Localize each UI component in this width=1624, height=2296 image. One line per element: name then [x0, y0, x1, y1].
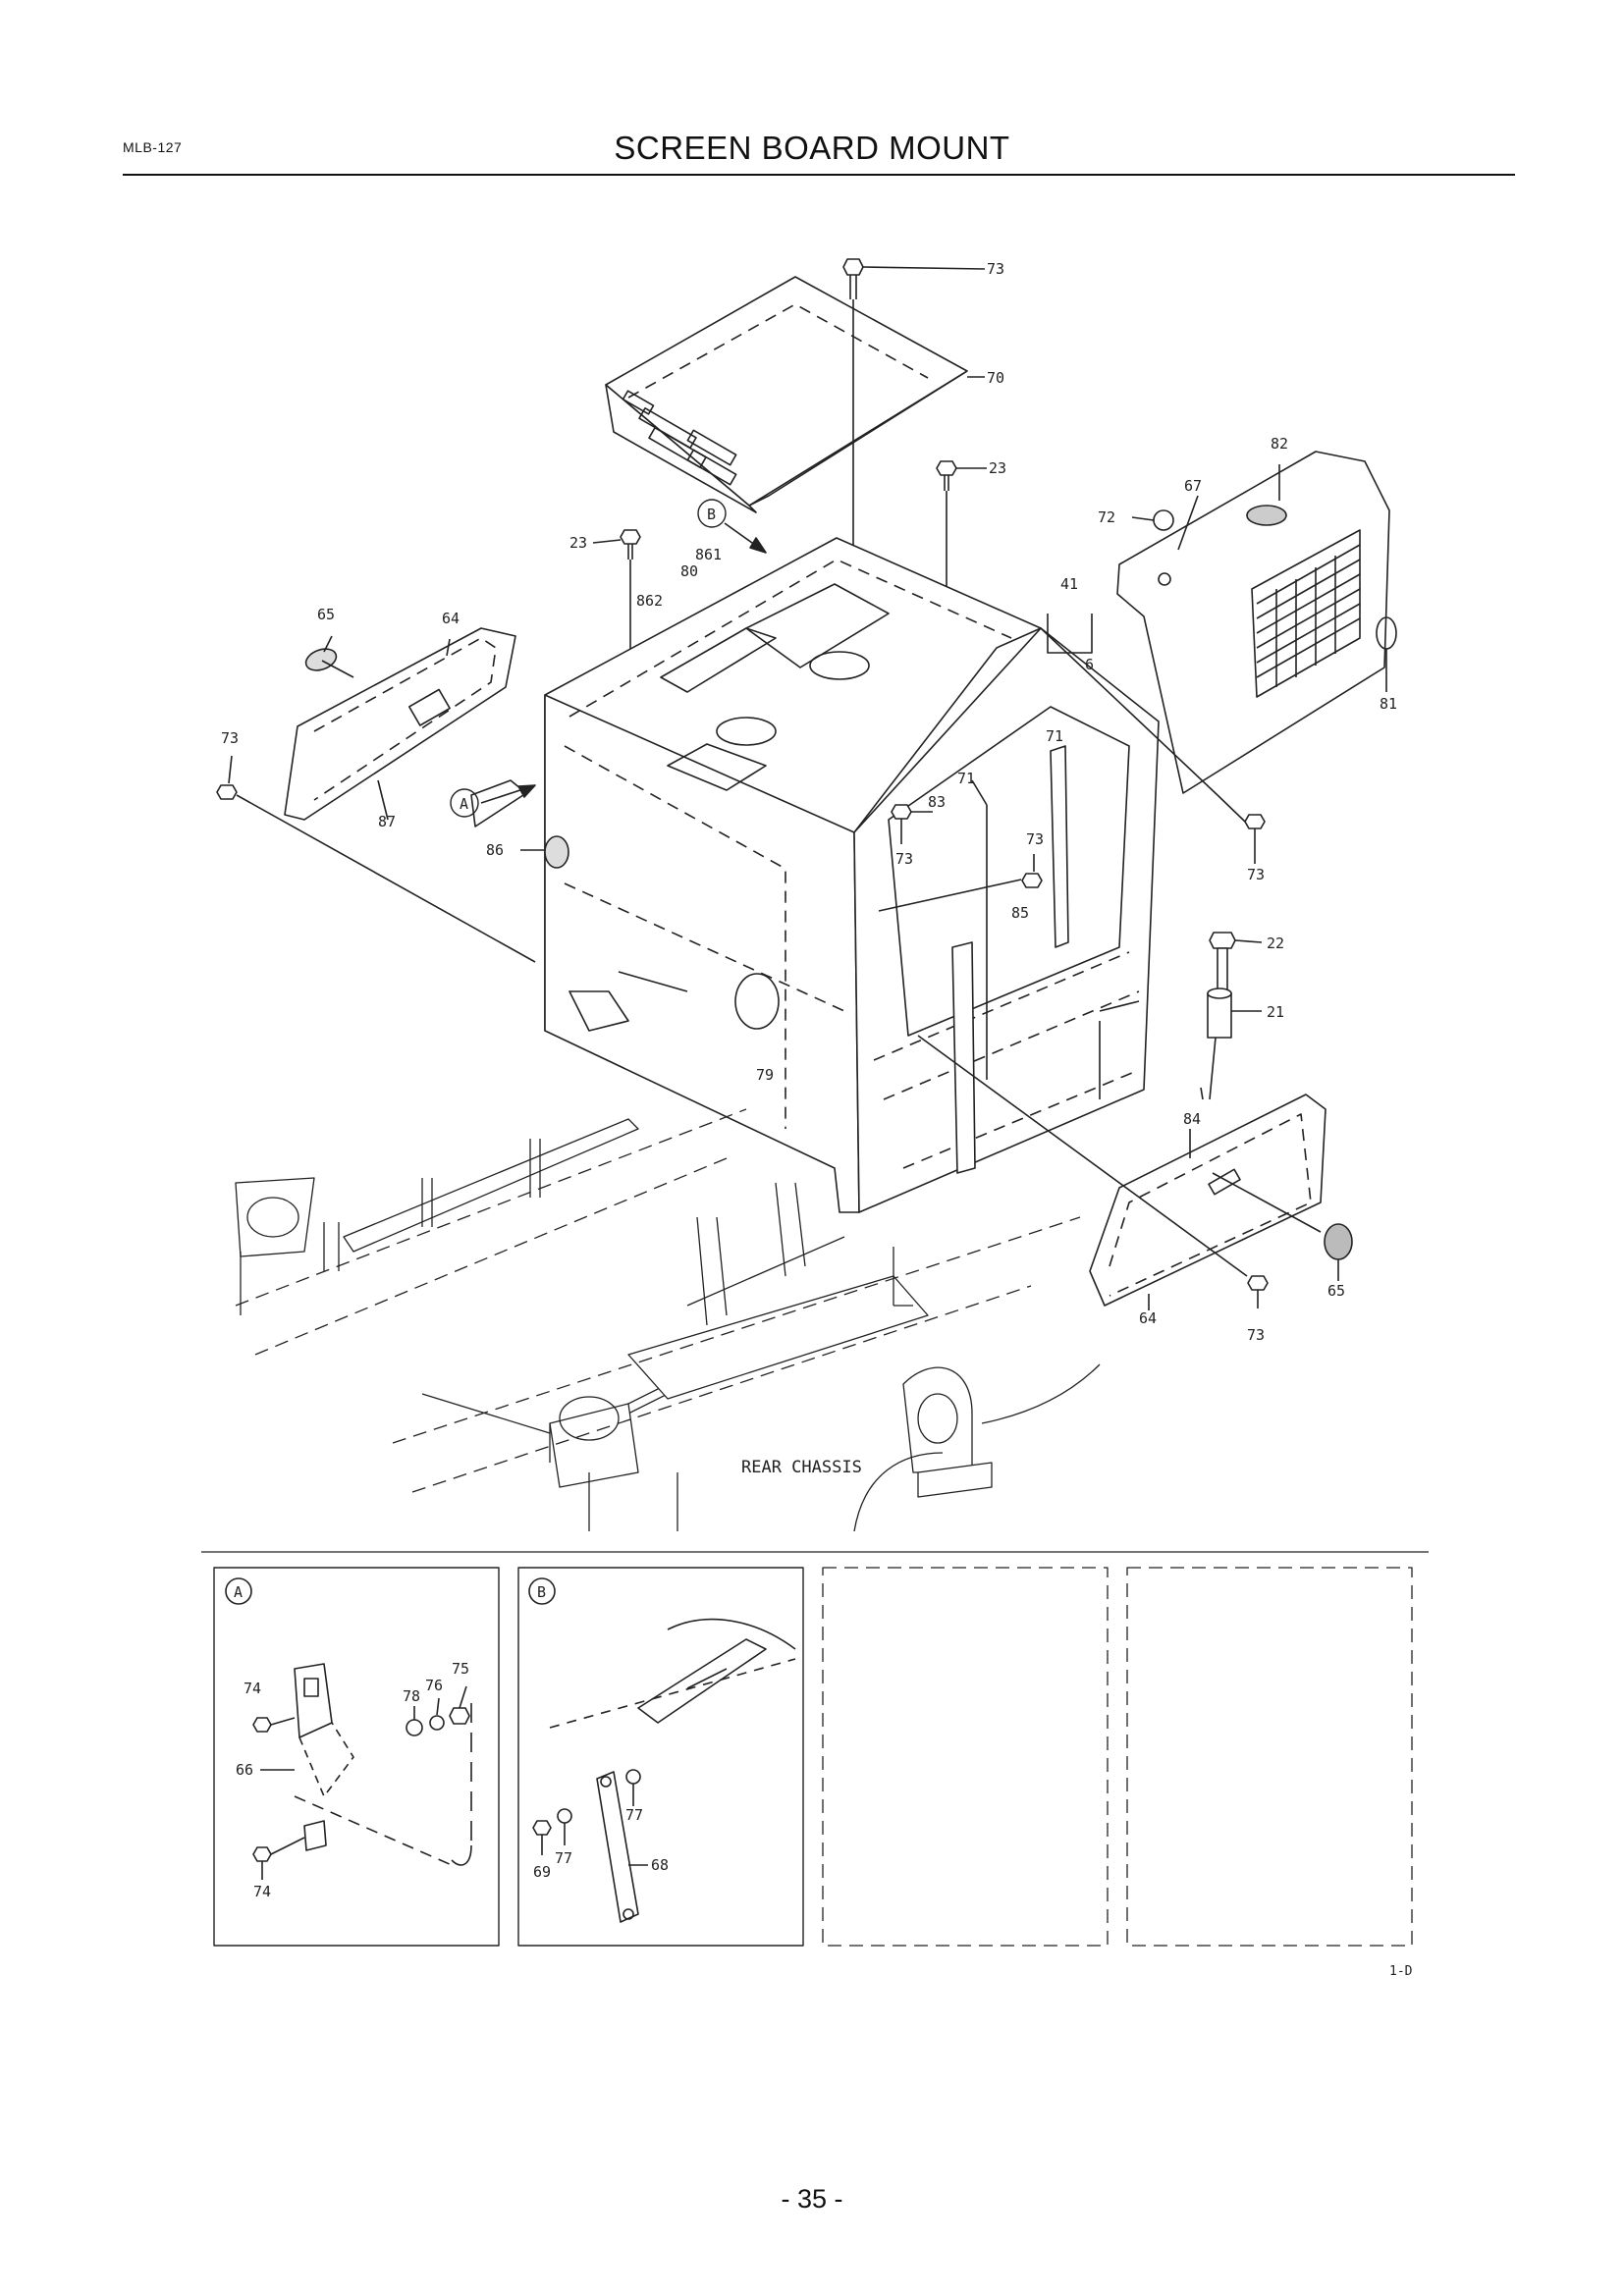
- callout-86: 86: [486, 841, 504, 859]
- callout-71: 71: [957, 770, 975, 787]
- callout-6: 6: [1085, 656, 1094, 673]
- marker-a-label: A: [460, 795, 468, 813]
- bolt-23-right: [936, 460, 987, 633]
- rear-chassis-label: REAR CHASSIS: [741, 1458, 862, 1477]
- callout-862: 862: [636, 592, 663, 610]
- callout-78: 78: [403, 1687, 420, 1705]
- callout-64: 64: [442, 610, 460, 627]
- callout-65: 65: [317, 606, 335, 623]
- empty-detail-box-2: [1126, 1567, 1413, 1947]
- callout-77: 77: [555, 1849, 572, 1867]
- callout-79: 79: [756, 1066, 774, 1084]
- callout-41: 41: [1060, 575, 1078, 593]
- bolt-73-center: [878, 854, 1043, 912]
- callout-22: 22: [1267, 934, 1284, 952]
- sheet-code: 1-D: [1389, 1964, 1413, 1979]
- bolt-22: [1209, 932, 1263, 990]
- callout-76: 76: [425, 1677, 443, 1694]
- callout-71: 71: [1046, 727, 1063, 745]
- callout-84: 84: [1183, 1110, 1201, 1128]
- callout-70: 70: [987, 369, 1004, 387]
- callout-85: 85: [1011, 904, 1029, 922]
- marker-a-circle: [450, 788, 479, 818]
- main-frame: [544, 537, 1160, 1213]
- bolt-73-right: [1217, 794, 1266, 864]
- spacer-21: [1207, 988, 1262, 1100]
- bolt-73-bottom: [917, 1035, 1269, 1308]
- callout-68: 68: [651, 1856, 669, 1874]
- detail-b-marker: B: [537, 1583, 546, 1601]
- callout-83: 83: [928, 793, 946, 811]
- callout-72: 72: [1098, 508, 1115, 526]
- right-screen-board: [1116, 451, 1397, 794]
- callout-80: 80: [680, 562, 698, 580]
- callout-69: 69: [533, 1863, 551, 1881]
- callout-23: 23: [569, 534, 587, 552]
- marker-b-label: B: [707, 506, 716, 523]
- callout-64: 64: [1139, 1309, 1157, 1327]
- grommet-65-left: [304, 648, 338, 671]
- callout-73: 73: [1247, 1326, 1265, 1344]
- callout-73: 73: [1247, 866, 1265, 883]
- marker-b-circle: [697, 499, 727, 528]
- document-code: MLB-127: [123, 139, 183, 155]
- callout-21: 21: [1267, 1003, 1284, 1021]
- callout-65: 65: [1327, 1282, 1345, 1300]
- callout-74: 74: [244, 1680, 261, 1697]
- callout-82: 82: [1271, 435, 1288, 453]
- page-title: SCREEN BOARD MOUNT: [614, 130, 1010, 166]
- empty-detail-box-1: [822, 1567, 1109, 1947]
- detail-a-drawing: [213, 1567, 500, 1947]
- callout-861: 861: [695, 546, 722, 563]
- page-number: - 35 -: [781, 2184, 843, 2214]
- callout-75: 75: [452, 1660, 469, 1678]
- lower-cover-84: [1089, 1094, 1326, 1307]
- detail-a-marker: A: [234, 1583, 243, 1601]
- callout-77: 77: [625, 1806, 643, 1824]
- top-cover-70: [605, 276, 968, 513]
- bolt-83: [891, 804, 933, 844]
- callout-66: 66: [236, 1761, 253, 1779]
- rear-chassis: [235, 1108, 1101, 1532]
- bolt-73-left: [216, 755, 536, 963]
- left-screen-board: [284, 627, 516, 821]
- callout-73: 73: [221, 729, 239, 747]
- callout-67: 67: [1184, 477, 1202, 495]
- callout-87: 87: [378, 813, 396, 830]
- header-rule: [123, 174, 1515, 176]
- detail-b-drawing: [517, 1567, 804, 1947]
- grommet-72: [1131, 509, 1174, 531]
- callout-73: 73: [987, 260, 1004, 278]
- callout-74: 74: [253, 1883, 271, 1900]
- callout-73: 73: [1026, 830, 1044, 848]
- callout-81: 81: [1380, 695, 1397, 713]
- callout-23: 23: [989, 459, 1006, 477]
- callout-73: 73: [895, 850, 913, 868]
